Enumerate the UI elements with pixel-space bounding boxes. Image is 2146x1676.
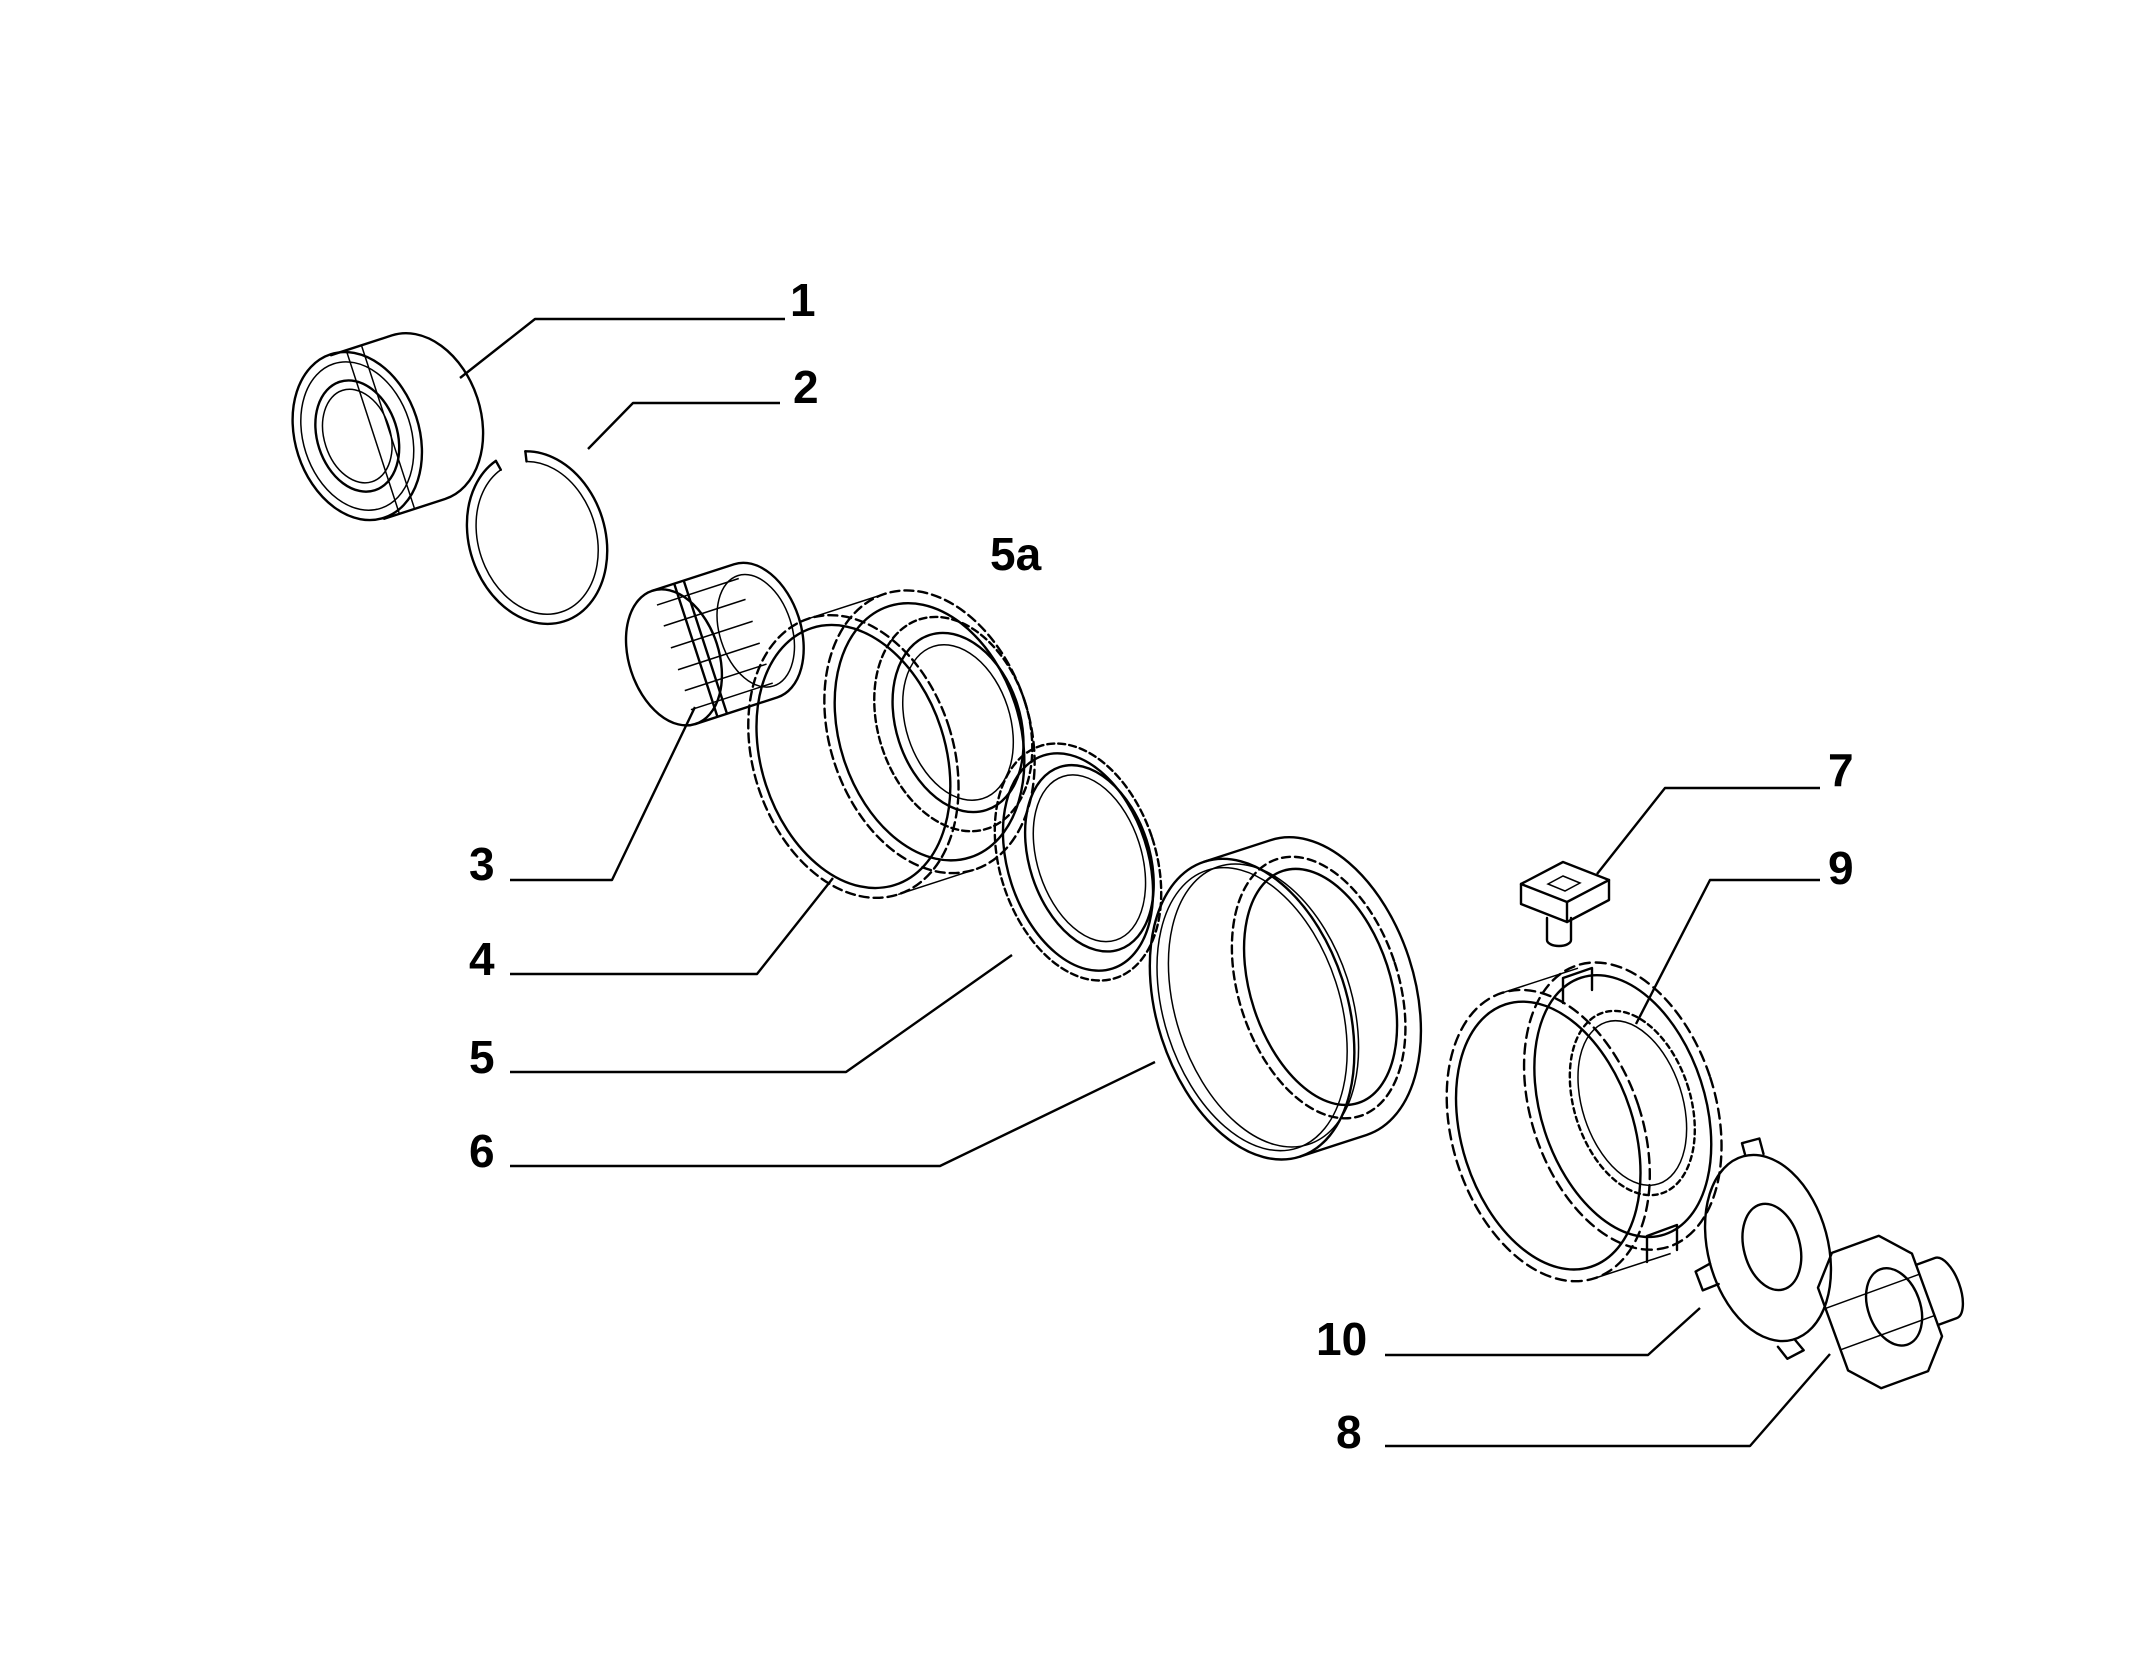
sliding-sleeve-icon[interactable] [1114, 811, 1457, 1186]
callout-10: 10 [1316, 1313, 1367, 1365]
callout-2: 2 [793, 361, 819, 413]
callout-5a: 5a [990, 528, 1042, 580]
callout-1: 1 [790, 274, 816, 326]
leader-2 [587, 401, 780, 450]
needle-roller-bearing-icon[interactable] [610, 550, 821, 738]
callout-9: 9 [1828, 842, 1854, 894]
callout-6: 6 [469, 1125, 495, 1177]
leader-3 [510, 706, 697, 882]
snap-ring-icon[interactable] [446, 435, 629, 642]
leader-7 [1596, 786, 1820, 875]
leader-1 [459, 317, 785, 379]
synchronizer-ring-icon[interactable] [966, 722, 1190, 1002]
synchronizer-key-icon[interactable] [1519, 860, 1611, 948]
leader-9 [1634, 878, 1820, 1025]
synchronizer-hub-icon[interactable] [1411, 937, 1759, 1308]
lock-washer-icon[interactable] [1667, 1128, 1855, 1376]
callout-5: 5 [469, 1031, 495, 1083]
leader-lines [459, 317, 1831, 1448]
nut-icon[interactable] [1808, 1216, 1983, 1397]
callout-8: 8 [1336, 1406, 1362, 1458]
gear-icon[interactable] [713, 563, 1069, 925]
leader-8 [1385, 1353, 1831, 1448]
callout-3: 3 [469, 838, 495, 890]
leader-10 [1385, 1307, 1701, 1357]
ball-bearing-icon[interactable] [272, 315, 504, 538]
callout-4: 4 [469, 933, 495, 985]
callout-labels: 1 2 3 4 5 5a 6 7 8 9 10 [469, 274, 1854, 1458]
leader-5 [510, 954, 1013, 1074]
callout-7: 7 [1828, 744, 1854, 796]
leader-4 [510, 877, 834, 976]
leader-6 [510, 1060, 1156, 1168]
